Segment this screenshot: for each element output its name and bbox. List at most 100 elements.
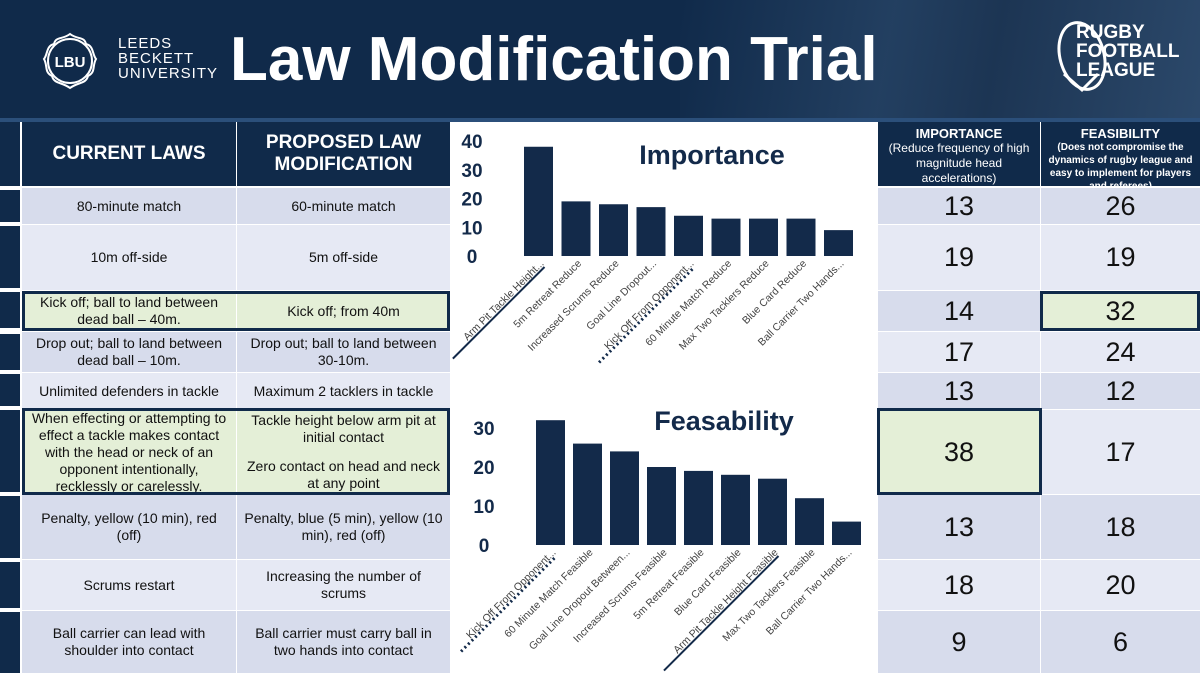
x-tick-label: Blue Card Feasible [672, 547, 744, 619]
sidebar-tab [0, 122, 20, 186]
feasibility-title: FEASIBILITY [1080, 126, 1161, 141]
x-tick-label: Blue Card Reduce [740, 258, 809, 327]
proposed-law-cell: Drop out; ball to land between 30-10m. [237, 332, 450, 372]
importance-title: IMPORTANCE [915, 126, 1003, 141]
rfl-line: RUGBY [1076, 22, 1145, 43]
proposed-law-cell: Penalty, blue (5 min), yellow (10 min), … [237, 495, 450, 559]
bar [684, 470, 713, 545]
importance-score: 13 [878, 495, 1040, 559]
bar [758, 478, 787, 545]
bar [599, 204, 628, 256]
bar [711, 218, 741, 256]
header-divider [0, 118, 1200, 122]
bar [795, 498, 824, 545]
current-law-cell: Penalty, yellow (10 min), red (off) [22, 495, 236, 559]
sidebar-tab [0, 292, 20, 328]
y-tick-label: 10 [461, 218, 482, 239]
university-line: BECKETT [118, 50, 195, 67]
sidebar-tab [0, 190, 20, 222]
proposed-law-cell: Kick off; from 40m [237, 291, 450, 331]
feasibility-score: 18 [1041, 495, 1200, 559]
university-name: LEEDS BECKETT UNIVERSITY [118, 36, 218, 81]
rfl-ball-icon [1057, 21, 1107, 93]
bar [647, 467, 676, 545]
feasibility-score: 17 [1041, 410, 1200, 494]
y-tick-label: 0 [479, 536, 490, 557]
bar [786, 218, 816, 256]
header-proposed-law: PROPOSED LAW MODIFICATION [237, 122, 450, 186]
lbu-monogram: LBU [55, 54, 86, 71]
label-underline [663, 555, 780, 672]
y-tick-label: 20 [473, 458, 494, 479]
bar [561, 201, 591, 256]
y-tick-label: 40 [461, 132, 482, 153]
bar [721, 474, 750, 545]
feasibility-score: 20 [1041, 560, 1200, 610]
y-tick-label: 0 [467, 247, 478, 268]
proposed-law-line: Tackle height below arm pit at initial c… [251, 412, 436, 445]
sidebar-tab [0, 562, 20, 608]
current-law-cell: Kick off; ball to land between dead ball… [22, 291, 236, 331]
sidebar-tab [0, 496, 20, 558]
sidebar-tab [0, 374, 20, 406]
lbu-crest-icon: LBU [42, 32, 98, 90]
label-underline [452, 266, 546, 360]
proposed-law-cell: 5m off-side [237, 225, 450, 290]
bar [610, 451, 639, 545]
bar [824, 230, 853, 256]
importance-score: 13 [878, 373, 1040, 409]
header-feasibility: FEASIBILITY (Does not compromise the dyn… [1041, 122, 1200, 186]
importance-subtitle: (Reduce frequency of high magnitude head… [888, 141, 1030, 185]
importance-score: 9 [878, 611, 1040, 673]
current-law-cell: 80-minute match [22, 188, 236, 224]
feasibility-subtitle: (Does not compromise the dynamics of rug… [1048, 142, 1193, 186]
university-line: LEEDS [118, 35, 173, 52]
current-law-cell: 10m off-side [22, 225, 236, 290]
feasibility-score: 32 [1041, 291, 1200, 331]
current-law-cell: Drop out; ball to land between dead ball… [22, 332, 236, 372]
x-tick-label: Goal Line Dropout... [584, 258, 659, 333]
sidebar-tab [0, 612, 20, 673]
sidebar-tab [0, 226, 20, 288]
feasibility-score: 6 [1041, 611, 1200, 673]
importance-score: 38 [878, 410, 1040, 494]
y-tick-label: 10 [473, 497, 494, 518]
y-tick-label: 20 [461, 190, 482, 211]
proposed-law-line: Zero contact on head and neck at any poi… [246, 458, 441, 491]
rfl-line: FOOTBALL [1076, 41, 1180, 62]
rfl-line: LEAGUE [1076, 60, 1156, 81]
importance-score: 19 [878, 225, 1040, 290]
header-current-laws: CURRENT LAWS [22, 122, 236, 186]
x-tick-label: 5m Retreat Feasible [631, 547, 706, 622]
feasibility-score: 19 [1041, 225, 1200, 290]
proposed-law-cell: Ball carrier must carry ball in two hand… [237, 611, 450, 673]
feasibility-score: 12 [1041, 373, 1200, 409]
importance-score: 18 [878, 560, 1040, 610]
current-law-cell: Unlimited defenders in tackle [22, 373, 236, 409]
current-law-cell: Scrums restart [22, 560, 236, 610]
chart-title: Importance [639, 140, 785, 170]
bar [832, 521, 861, 545]
y-tick-label: 30 [473, 419, 494, 440]
chart-title: Feasability [654, 406, 794, 436]
importance-score: 13 [878, 188, 1040, 224]
header-importance: IMPORTANCE (Reduce frequency of high mag… [878, 122, 1040, 186]
current-law-cell: Ball carrier can lead with shoulder into… [22, 611, 236, 673]
feasibility-score: 26 [1041, 188, 1200, 224]
bar [536, 420, 565, 545]
bar [749, 218, 778, 256]
page-title: Law Modification Trial [230, 25, 878, 94]
sidebar-tab [0, 334, 20, 370]
y-tick-label: 30 [461, 161, 482, 182]
bar [674, 215, 703, 256]
bar [524, 146, 553, 256]
bar [573, 443, 602, 545]
proposed-law-cell: Increasing the number of scrums [237, 560, 450, 610]
bar [636, 207, 666, 256]
sidebar-tab [0, 410, 20, 492]
x-tick-label: 5m Retreat Reduce [511, 258, 584, 331]
university-line: UNIVERSITY [118, 65, 219, 82]
proposed-law-cell: Maximum 2 tacklers in tackle [237, 373, 450, 409]
